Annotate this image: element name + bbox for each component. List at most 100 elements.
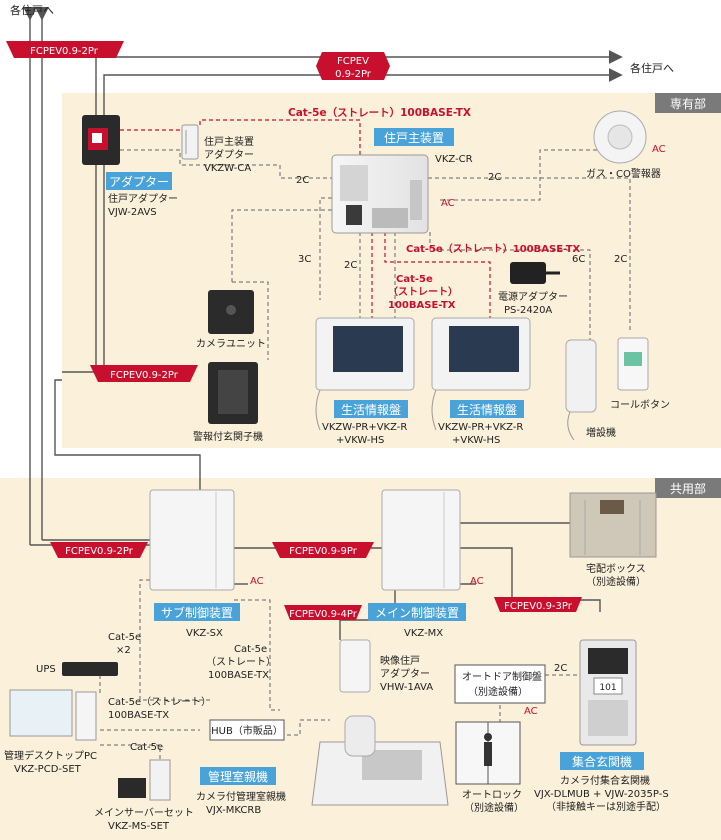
main-unit-label-box: [374, 128, 454, 146]
monitor-1-model-b: +VKW-HS: [336, 435, 384, 446]
main-unit-device: [331, 154, 429, 234]
wire-2c-common: 2C: [554, 663, 567, 674]
mgmt-name: カメラ付管理室親機: [196, 790, 286, 803]
each-unit-right: 各住戸へ: [630, 61, 674, 75]
fcpev-3pr-label: FCPEV0.9-3Pr: [504, 601, 573, 612]
cat5e-v-line2: （ストレート）: [388, 285, 458, 298]
ac-main-unit: AC: [441, 198, 455, 209]
pc-l2: VKZ-PCD-SET: [14, 764, 82, 775]
adapter-label-box: [106, 172, 172, 190]
delivery-box-l2: （別途設備）: [586, 575, 646, 588]
wire-2c-b: 2C: [488, 172, 501, 183]
fcpev-common-mid-label: FCPEV0.9-9Pr: [289, 546, 358, 557]
main-unit-model: VKZ-CR: [435, 154, 473, 165]
main-unit-adapter-model: VKZW-CA: [204, 163, 251, 174]
adapter-label: アダプター: [109, 174, 169, 189]
ac-sub: AC: [250, 576, 264, 587]
ac-door: AC: [524, 706, 538, 717]
delivery-box-l1: 宅配ボックス: [586, 562, 646, 575]
entrance-name: カメラ付集合玄関機: [560, 774, 650, 787]
pc-device: [9, 689, 97, 741]
extension-label: 増設機: [586, 426, 616, 439]
adapter-name: 住戸アダプター: [108, 192, 178, 205]
gas-alarm-label: ガス・CO警報器: [586, 167, 661, 180]
cat5e-v-line1: Cat-5e: [396, 274, 433, 285]
entrance-device: [579, 639, 637, 746]
server-device: [118, 759, 171, 801]
ups-label: UPS: [36, 664, 56, 675]
pc-l1: 管理デスクトップPC: [4, 749, 97, 762]
entrance-label: 集合玄関機: [572, 754, 632, 769]
call-button-label: コールボタン: [610, 399, 670, 411]
mgmt-model: VJX-MKCRB: [206, 805, 261, 816]
main-unit-adapter-line2: アダプター: [204, 148, 254, 161]
common-zone-tag: [655, 478, 721, 498]
hub-box: [209, 719, 285, 741]
mgmt-label-box: [200, 767, 276, 785]
fcpev-4pr-label: FCPEV0.9-4Pr: [289, 609, 358, 620]
power-adapter-model: PS-2420A: [504, 305, 552, 316]
monitor-2-model-b: +VKW-HS: [452, 435, 500, 446]
entrance-model: VJX-DLMUB + VJW-2035P-S: [534, 789, 669, 800]
monitor-1-device: [315, 317, 415, 431]
hub-label: HUB（市販品）: [211, 724, 283, 737]
video-adapter-model: VHW-1AVA: [380, 682, 433, 693]
auto-lock-device: [455, 721, 521, 785]
alarm-door-label: 警報付玄関子機: [193, 430, 263, 443]
auto-lock-l2: （別途設備）: [464, 801, 524, 814]
mgmt-label: 管理室親機: [208, 769, 268, 784]
monitor-2-label-box: [450, 400, 524, 418]
wire-2c-a: 2C: [296, 175, 309, 186]
each-unit-left: 各住戸へ: [10, 3, 54, 17]
ac-gas: AC: [652, 144, 666, 155]
extension-device: [565, 339, 597, 441]
adapter-model: VJW-2AVS: [108, 207, 157, 218]
alarm-door-device: [208, 362, 258, 424]
fcpev-common-left-pill: [50, 542, 148, 558]
fcpev-common-mid-pill: [272, 542, 374, 558]
camera-unit-label: カメラユニット: [196, 338, 266, 350]
sub-control-device: [149, 489, 235, 591]
private-zone-tag: [655, 93, 721, 113]
cat5e-x2-l2: ×2: [116, 645, 131, 656]
auto-lock-l1: オートロック: [462, 789, 522, 801]
server-l2: VKZ-MS-SET: [108, 821, 170, 832]
monitor-2-device: [431, 317, 531, 431]
fcpev-top-left-label: FCPEV0.9-2Pr: [30, 46, 99, 57]
main-control-model: VKZ-MX: [404, 628, 443, 639]
wire-6c: 6C: [572, 254, 585, 265]
main-control-label: メイン制御装置: [375, 605, 459, 620]
video-adapter-l1: 映像住戸: [380, 654, 420, 667]
fcpev-top-center-l2: 0.9-2Pr: [335, 69, 372, 80]
ups-device: [62, 662, 118, 676]
wire-2c-d: 2C: [614, 254, 627, 265]
auto-door-l1: オートドア制御盤: [462, 670, 542, 683]
fcpev-3pr-pill: [494, 597, 582, 612]
sub-control-model: VKZ-SX: [186, 628, 223, 639]
cat5e-server: Cat-5e: [130, 742, 163, 753]
fcpev-private-pill: [90, 365, 198, 382]
cat5e-pc-l1: Cat-5e（ストレート）: [108, 696, 211, 708]
cat5e-red-lines: [120, 119, 491, 318]
main-unit-adapter-line1: 住戸主装置: [204, 135, 254, 148]
power-adapter-name: 電源アダプター: [498, 290, 568, 303]
server-l1: メインサーバーセット: [94, 807, 194, 819]
auto-door-box: [454, 664, 546, 704]
mgmt-device: [311, 715, 449, 806]
main-control-label-box: [368, 603, 466, 621]
main-unit-adapter-device: [181, 124, 199, 160]
wire-2c-c: 2C: [344, 260, 357, 271]
fcpev-private-label: FCPEV0.9-2Pr: [110, 370, 179, 381]
video-adapter-device: [339, 639, 371, 693]
cat5e-mid-label: Cat-5e（ストレート）100BASE-TX: [406, 242, 581, 255]
monitor-1-model-a: VKZW-PR+VKZ-R: [322, 422, 407, 433]
fcpev-4pr-pill: [284, 605, 362, 620]
fcpev-common-left-label: FCPEV0.9-2Pr: [65, 546, 134, 557]
monitor-2-label: 生活情報盤: [457, 403, 517, 417]
auto-door-l2: （別途設備）: [468, 685, 528, 698]
sub-control-label-box: [154, 603, 240, 621]
fcpev-top-center-l1: FCPEV: [337, 56, 369, 67]
delivery-box-device: [569, 492, 657, 558]
